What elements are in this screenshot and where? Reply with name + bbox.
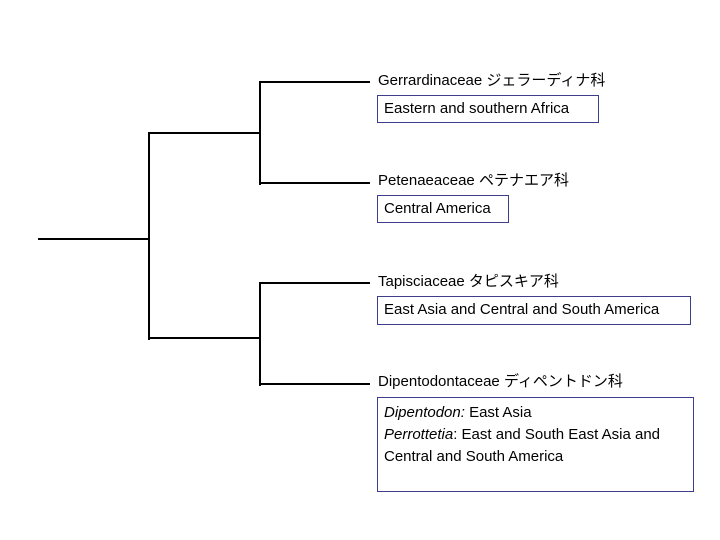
distribution-text: Eastern and southern Africa: [384, 100, 570, 117]
taxon-japanese-name: ディペントドン科: [503, 373, 623, 390]
genus-range: East Asia: [464, 404, 532, 421]
taxon-name: Petenaeaceae: [378, 172, 475, 189]
genus-line-perrottetia: Perrottetia: East and South East Asia an…: [384, 424, 687, 446]
genus-range-continued: Central and South America: [384, 448, 564, 465]
distribution-box-gerrardinaceae: Eastern and southern Africa: [377, 95, 599, 123]
lower-clade-branch: [148, 337, 261, 339]
leaf-branch-tapisciaceae: [259, 282, 370, 284]
taxon-japanese-name: ペテナエア科: [478, 172, 569, 189]
taxon-label-petenaeaceae: Petenaeaceae ペテナエア科: [378, 172, 569, 190]
root-branch: [38, 238, 150, 240]
taxon-name: Dipentodontaceae: [378, 373, 500, 390]
leaf-branch-gerrardinaceae: [259, 81, 370, 83]
leaf-branch-dipentodontaceae: [259, 383, 370, 385]
root-node: [148, 132, 150, 340]
genus-range: : East and South East Asia and: [453, 426, 661, 443]
distribution-text: Central America: [384, 200, 491, 217]
distribution-text: East Asia and Central and South America: [384, 301, 660, 318]
lower-clade-node: [259, 282, 261, 386]
taxon-name: Tapisciaceae: [378, 273, 465, 290]
leaf-branch-petenaeaceae: [259, 182, 370, 184]
genus-name: Perrottetia: [384, 426, 454, 443]
genus-name: Dipentodon:: [384, 404, 465, 421]
taxon-label-dipentodontaceae: Dipentodontaceae ディペントドン科: [378, 373, 623, 391]
taxon-japanese-name: ジェラーディナ科: [486, 72, 606, 89]
upper-clade-node: [259, 81, 261, 185]
upper-clade-branch: [148, 132, 261, 134]
distribution-box-petenaeaceae: Central America: [377, 195, 509, 223]
distribution-box-dipentodontaceae: Dipentodon: East Asia Perrottetia: East …: [377, 397, 694, 492]
genus-line-dipentodon: Dipentodon: East Asia: [384, 402, 687, 424]
distribution-box-tapisciaceae: East Asia and Central and South America: [377, 296, 691, 325]
taxon-japanese-name: タピスキア科: [468, 273, 559, 290]
taxon-label-tapisciaceae: Tapisciaceae タピスキア科: [378, 273, 559, 291]
taxon-name: Gerrardinaceae: [378, 72, 483, 89]
taxon-label-gerrardinaceae: Gerrardinaceae ジェラーディナ科: [378, 72, 605, 90]
